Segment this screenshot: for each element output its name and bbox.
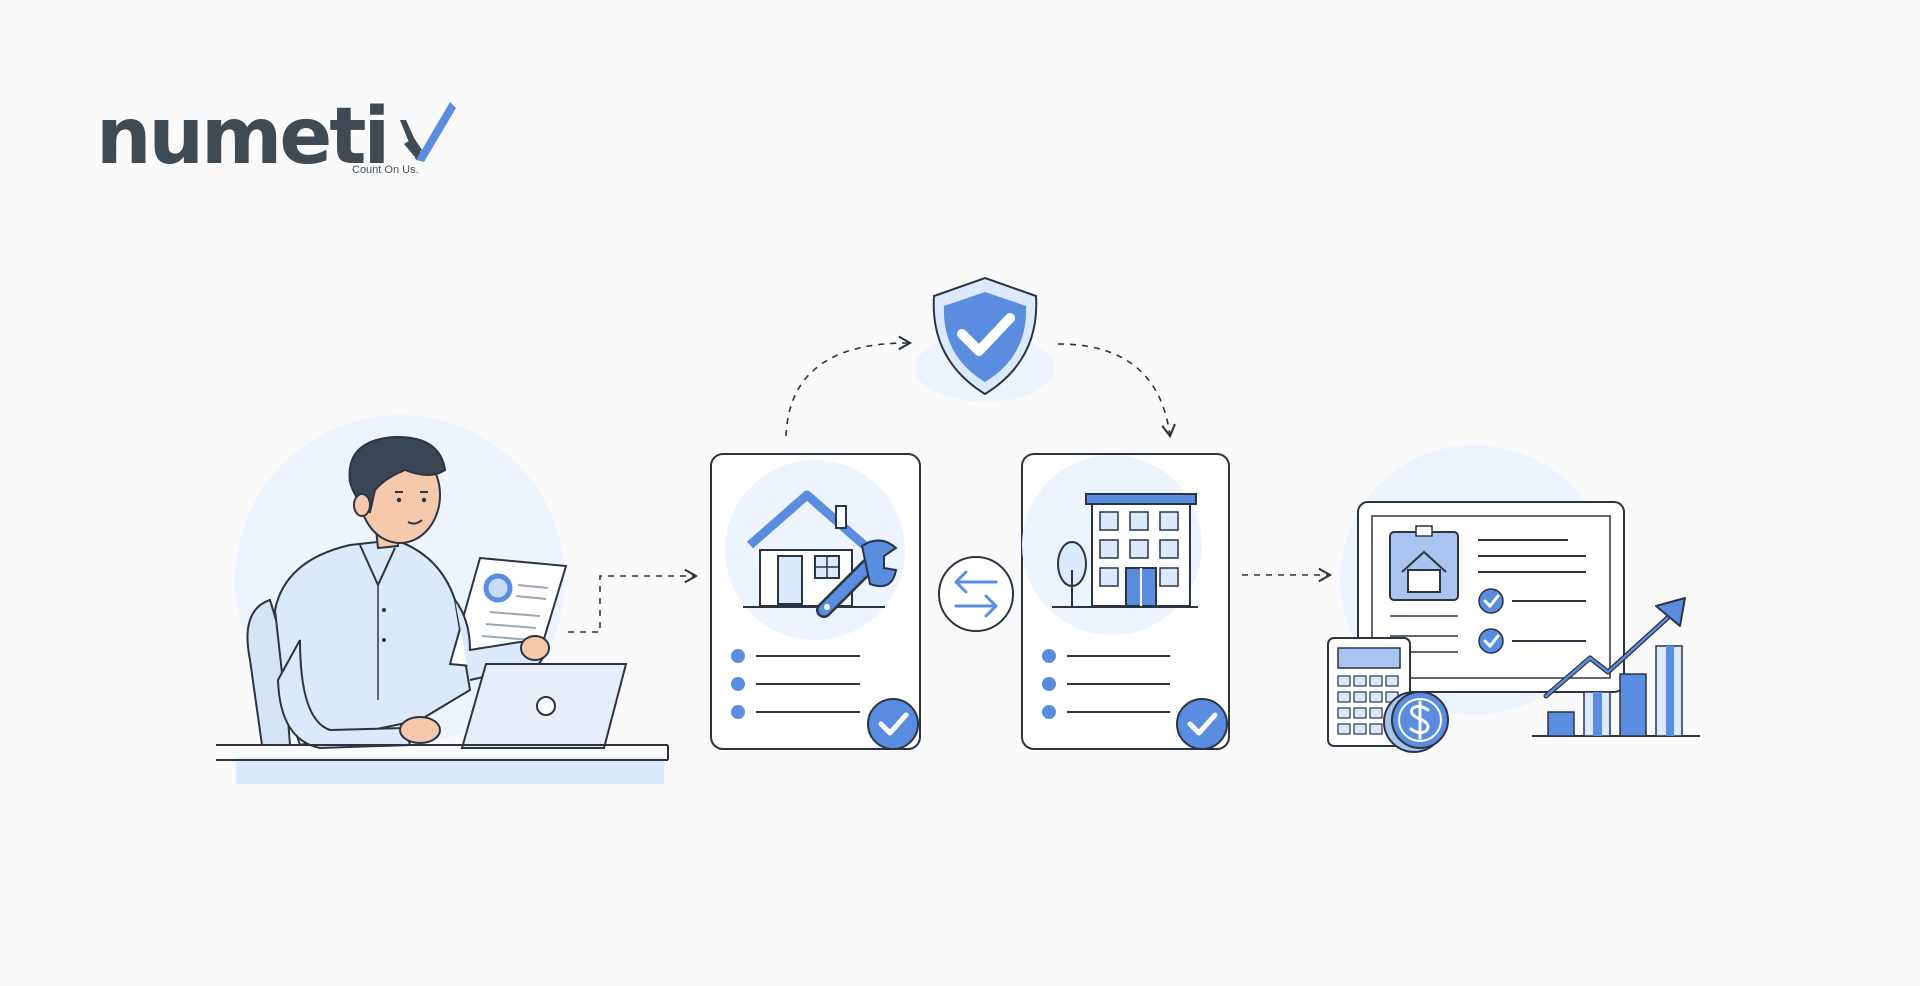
dollar-coin-icon [1383,691,1449,753]
card-office-building [1021,453,1230,750]
growth-chart-icon [1532,597,1700,737]
numetix-logo: numeti Count On Us. [96,92,456,182]
house-repair-icon [743,490,898,618]
logo-tagline: Count On Us. [352,164,419,176]
shield-check-icon [915,276,1055,402]
card-list [731,649,860,719]
exchange-arrows-icon [938,556,1014,632]
card-list [1042,649,1170,719]
check-badge-icon [1176,698,1228,750]
flow-connectors [568,335,1333,633]
logo-wordmark: numeti [96,92,390,182]
office-building-icon [1052,493,1198,608]
monitor-report-icon [1357,501,1625,693]
finance-report-group [1327,445,1700,753]
card-house-repair [710,453,921,750]
logo-check-icon [400,102,456,162]
check-badge-icon [867,698,919,750]
person-at-laptop [216,415,669,784]
